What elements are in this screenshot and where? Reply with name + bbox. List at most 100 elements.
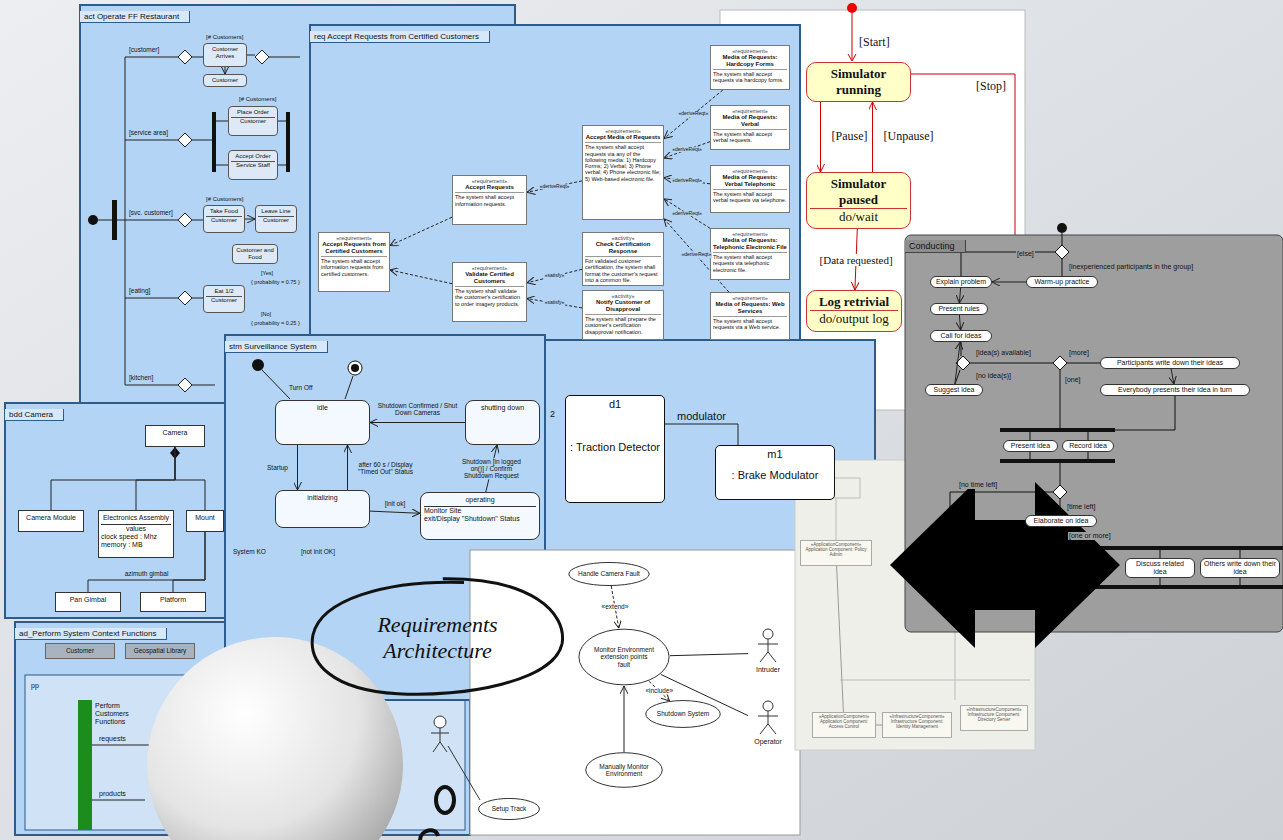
annotation-label: [kitchen]: [128, 374, 154, 381]
annotation-label: [customer]: [128, 46, 160, 53]
node-text: Customer and Food: [235, 247, 275, 261]
node-text: Present rules: [934, 305, 984, 313]
node-text: operating: [424, 496, 536, 504]
node-text: idle: [279, 404, 366, 412]
node-text: Application Component: Policy Admin: [802, 547, 870, 557]
action-pill: Suggest idea: [925, 384, 983, 396]
node-text: clock speed : Mhz: [101, 533, 171, 541]
node-text: Setup Track: [492, 805, 527, 812]
node-text: Participants write down their ideas: [1104, 359, 1236, 367]
action-pill: Record idea: [1062, 440, 1114, 452]
node-text: Conducting: [905, 240, 966, 253]
use-case-ellipse: Handle Camera Fault: [568, 562, 650, 586]
connector: [624, 686, 625, 752]
annotation-label: [No]: [260, 311, 272, 317]
node-text: Platform: [143, 596, 203, 604]
node-text: do/wait: [810, 208, 907, 225]
node-text: do/output log: [810, 310, 898, 327]
node-text: Others write down their idea: [1204, 560, 1276, 576]
node-text: «activity»: [585, 293, 661, 299]
node-text: Monitor Environment: [594, 646, 654, 653]
node-text: «InfrastructureComponent»: [884, 714, 950, 719]
action-pill: Discuss related idea: [1125, 558, 1195, 578]
annotation-label: [# Customers]: [205, 196, 244, 203]
requirement-box: «requirement»Validate Certified Customer…: [452, 262, 527, 322]
action-pill: Everybody presents their idea in turn: [1100, 384, 1250, 396]
swimlane-header: Geospatial Library: [125, 643, 195, 659]
requirement-box: «requirement»Accept Media of RequestsThe…: [582, 125, 664, 220]
node-text: The system shall validate the customer's…: [455, 286, 524, 307]
node-text: Customer: [231, 117, 275, 125]
node-text: Suggest idea: [929, 386, 979, 394]
state-box: Log retrivialdo/output log: [806, 290, 902, 332]
connector: [527, 299, 582, 308]
node-text: Pan Gimbal: [58, 596, 118, 604]
block-box: Mount: [186, 510, 224, 532]
connector: [51, 447, 175, 510]
node-text: Geospatial Library: [129, 647, 191, 654]
annotation-label: [# Customers]: [205, 34, 244, 41]
node-text: «requirement»: [455, 265, 524, 271]
annotation-label: [idea(s) available]: [975, 349, 1032, 357]
connector: [245, 219, 255, 220]
requirement-box: «activity»Check Certification ResponseFo…: [582, 232, 664, 286]
node-text: fault: [618, 661, 630, 668]
node-text: «requirement»: [713, 295, 787, 301]
edge-label: modulator: [676, 410, 727, 422]
node-text: Manually Monitor Environment: [595, 763, 653, 778]
use-case-ellipse: Manually Monitor Environment: [585, 752, 663, 788]
node-text: bdd Camera: [5, 409, 64, 421]
component-box: «InfrastructureComponent»Infrastructure …: [882, 712, 952, 738]
node-text: m1: [718, 448, 832, 461]
action-box: Customer Arrives: [203, 43, 247, 67]
annotation-label: [svc. customer]: [128, 209, 174, 216]
edge-label: «deriveReqt»: [671, 211, 703, 217]
action-box: Accept OrderService Staff: [228, 150, 278, 180]
block-box: Platform: [140, 592, 206, 612]
node-text: Media of Requests: Verbal Telephonic: [713, 174, 787, 188]
node-text: req Accept Requests from Certified Custo…: [310, 31, 490, 43]
connector: [297, 445, 298, 490]
requirement-box: «requirement»Accept Requests from Certif…: [318, 232, 390, 292]
connector: [1171, 369, 1174, 384]
annotation-label: [Start]: [858, 36, 891, 49]
node-text: Call for ideas: [934, 332, 988, 340]
state-box: idle: [275, 400, 370, 445]
block-box: Camera: [145, 425, 205, 447]
block-box: Pan Gimbal: [55, 592, 121, 612]
node-text: Record idea: [1066, 442, 1110, 450]
edge-label: after 60 s / Display "Timed Out" Status: [355, 460, 417, 474]
node-text: Service Staff: [231, 161, 275, 169]
annotation-label: [inexperienced participants in the group…: [1068, 263, 1194, 271]
node-text: : Traction Detector: [568, 441, 662, 454]
diagram-frame: bdd CameraCameraCamera ModuleElectronics…: [5, 403, 235, 618]
node-text: Media of Requests: Telephonic Electronic…: [713, 237, 787, 251]
annotation-label: [Yes]: [260, 270, 274, 276]
node-text: initializing: [279, 494, 366, 502]
node-text: Monitor Site: [424, 506, 536, 515]
activity-frame: ConductingExplain problemWarm-up practic…: [905, 235, 1283, 632]
actor-figure: Operator: [748, 700, 788, 750]
connector: [959, 288, 960, 303]
node-text: Camera Module: [21, 514, 81, 522]
handwritten-ellipse: RequirementsArchitecture: [305, 575, 570, 700]
node-text: Handle Camera Fault: [578, 570, 640, 577]
edge-label: «extend»: [601, 604, 630, 611]
node-text: Requirements: [377, 612, 497, 638]
connector: [664, 142, 710, 158]
node-text: Check Certification Response: [585, 241, 661, 255]
node-text: Everybody presents their idea in turn: [1104, 386, 1246, 394]
node-text: Mount: [189, 514, 221, 522]
action-pill: Participants write down their ideas: [1100, 357, 1240, 369]
node-text: Operator: [748, 738, 788, 746]
edge-label: Startup: [266, 464, 289, 471]
node-text: Customer: [206, 296, 242, 304]
node-text: Application Component: Access Control: [814, 719, 874, 729]
state-box: shutting down: [465, 400, 540, 445]
requirement-box: «requirement»Media of Requests: Verbal T…: [710, 165, 790, 213]
annotation-label: [one or more]: [1068, 532, 1112, 540]
edge-label: [Unpause]: [883, 130, 935, 143]
action-pill: Explain problem: [930, 276, 992, 288]
node-text: Discuss related idea: [1129, 560, 1191, 576]
action-box: Take FoodCustomer: [203, 205, 245, 233]
